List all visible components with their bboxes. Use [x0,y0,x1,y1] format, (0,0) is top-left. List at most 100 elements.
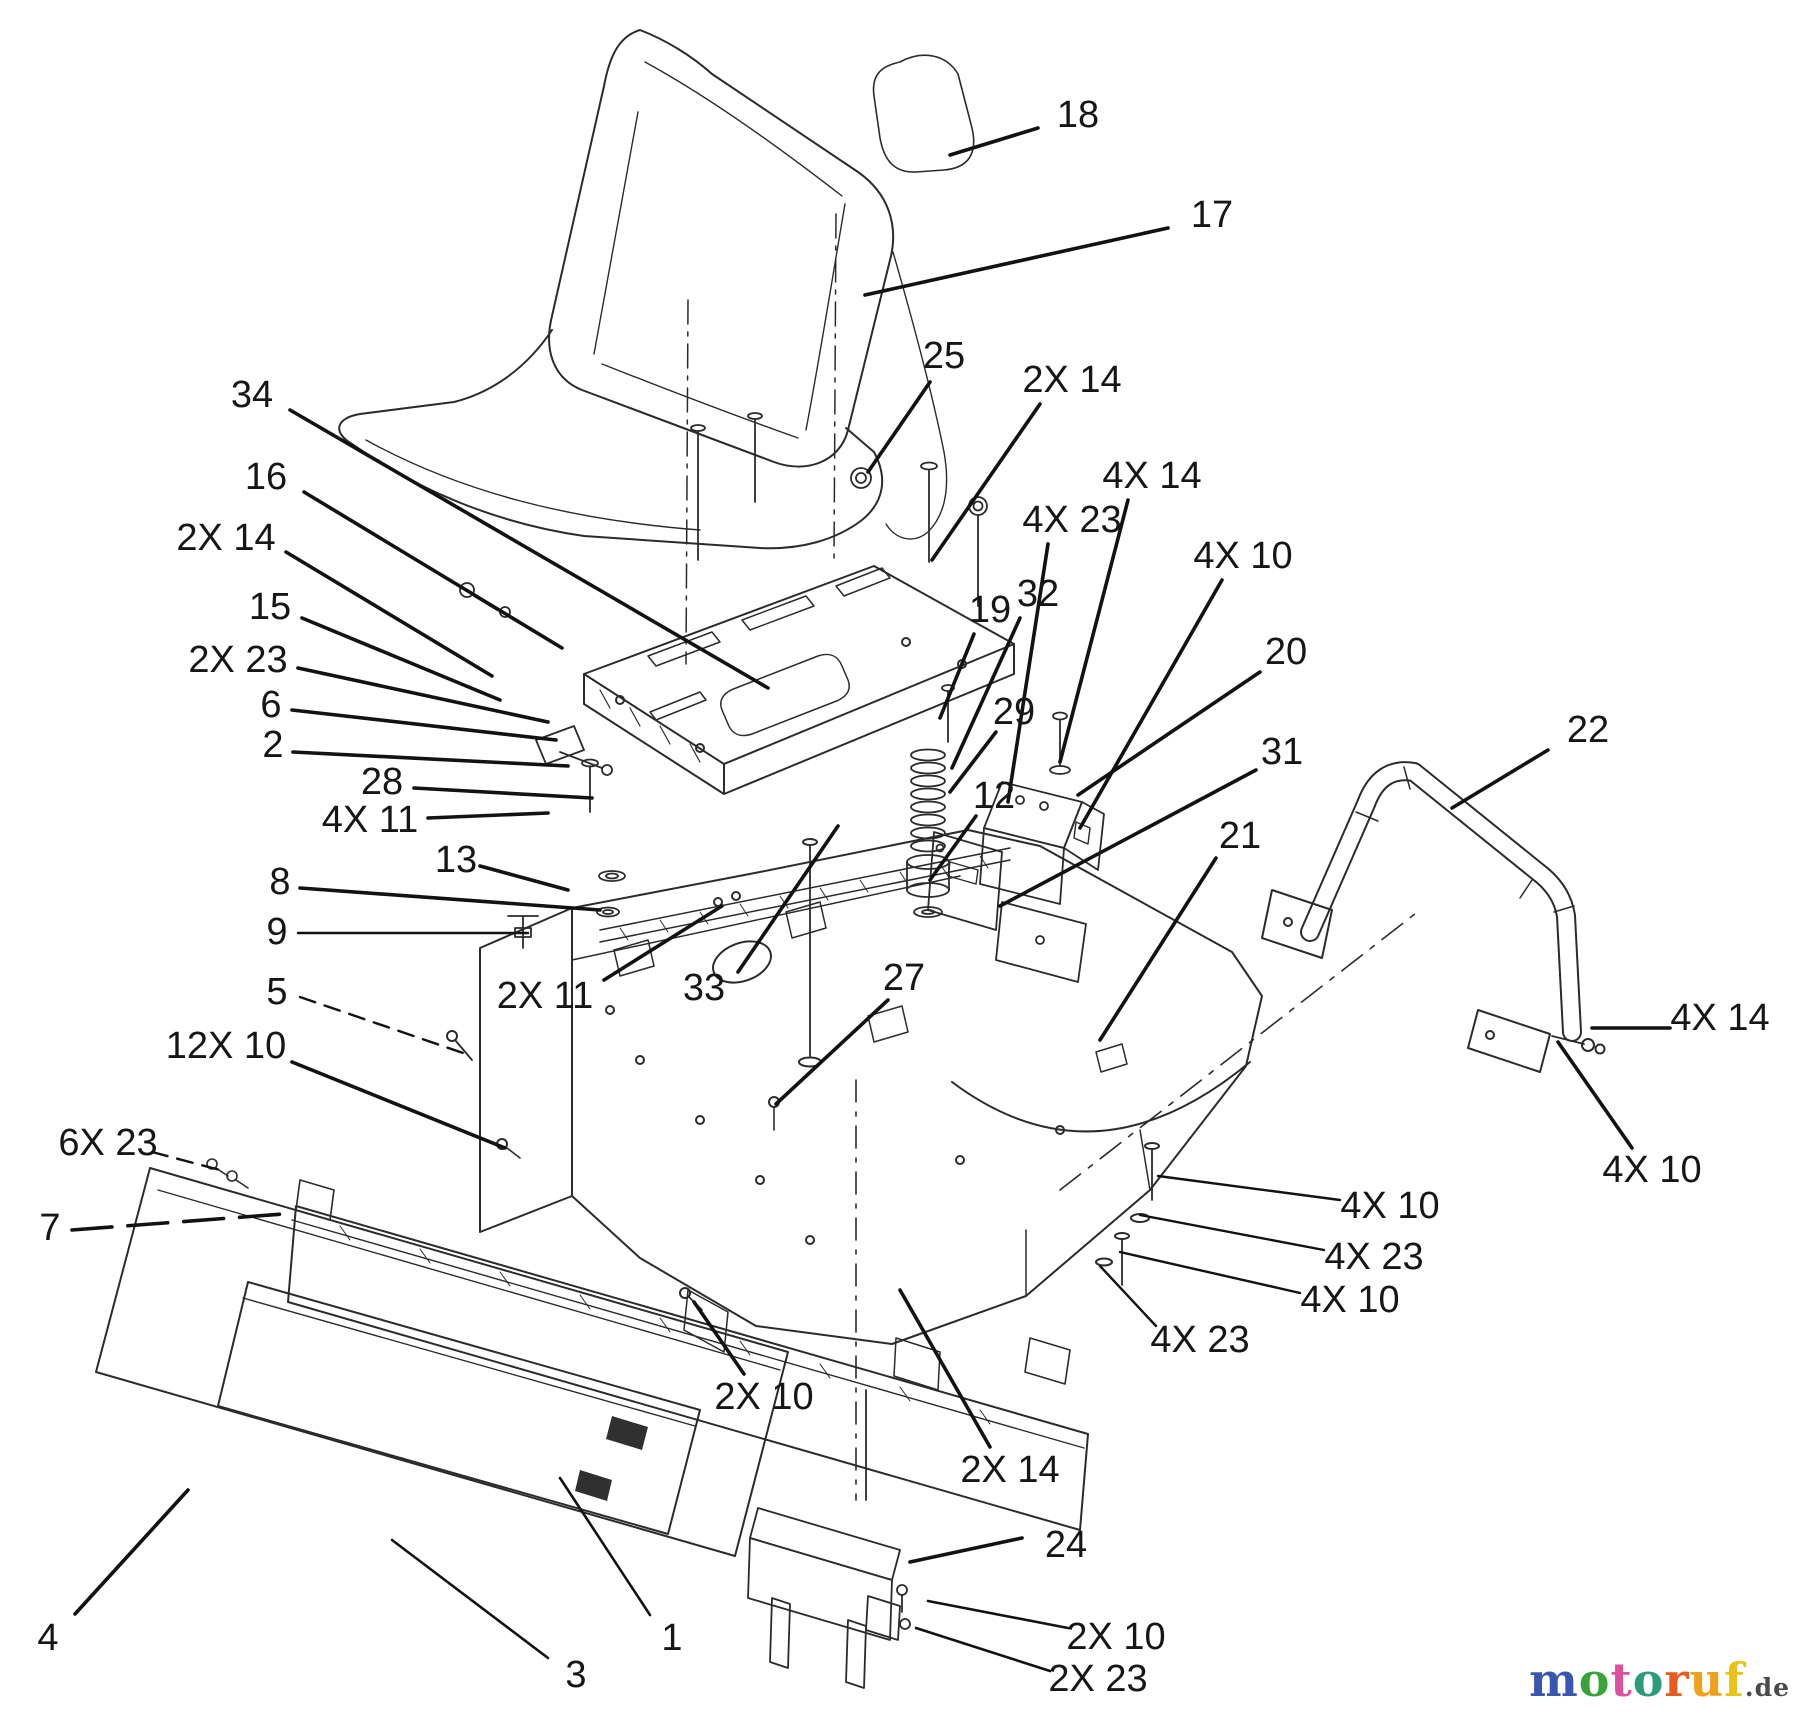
logo-suffix: .de [1744,1673,1790,1702]
leader-line-2x11 [602,904,724,982]
part-grab-handle [1261,761,1606,1073]
callout-label-33: 33 [683,967,725,1009]
leader-line-7 [70,1212,285,1232]
leader-line-8 [298,886,602,912]
callout-label-15: 15 [249,586,291,628]
callout-label-2x14-left: 2X 14 [176,517,275,559]
leader-line-4x11 [426,811,550,820]
leader-line-4x14-upper [1058,498,1130,764]
leader-line-4x10-upper [1078,578,1224,830]
callout-label-6: 6 [260,684,281,726]
logo-letter: t [1610,1653,1633,1707]
leader-line-2x10-mid [692,1300,746,1376]
leader-line-13 [478,864,570,892]
part-seat [338,29,948,550]
leader-line-31 [998,768,1258,908]
leader-line-4x10-c1 [1156,1174,1342,1202]
callout-label-8: 8 [269,861,290,903]
callout-label-12: 12 [973,775,1015,817]
callout-label-31: 31 [1261,731,1303,773]
logo-letter: o [1632,1653,1665,1707]
callout-label-2: 2 [262,724,283,766]
callout-label-21: 21 [1219,815,1261,857]
callout-label-2x11: 2X 11 [497,975,593,1017]
callout-label-4x10-c3: 4X 10 [1300,1279,1399,1321]
logo-letter: o [1578,1653,1611,1707]
leader-line-6 [290,708,558,742]
logo-letter: u [1689,1653,1725,1707]
callout-label-4x23-c4: 4X 23 [1150,1319,1249,1361]
leader-line-34 [288,408,770,690]
callout-label-4x10-c1: 4X 10 [1340,1185,1439,1227]
callout-label-9: 9 [266,911,287,953]
callout-label-22: 22 [1567,709,1609,751]
callout-label-18: 18 [1057,94,1099,136]
part-main-frame [446,829,1421,1501]
leader-line-4x23-c4 [1098,1264,1158,1328]
leader-line-2x14-bottom [898,1288,992,1449]
logo-letter: f [1724,1653,1745,1707]
callout-label-4x14-upper: 4X 14 [1102,455,1201,497]
callout-label-3: 3 [565,1654,586,1696]
callout-label-16: 16 [245,456,287,498]
part-seat-pan [583,565,1015,795]
leader-line-17 [863,226,1170,297]
leader-line-12 [928,814,978,882]
callout-label-13: 13 [435,839,477,881]
callout-label-12x10: 12X 10 [166,1025,286,1067]
leader-line-29 [948,730,998,794]
callout-label-5: 5 [266,971,287,1013]
part-lower-bracket [747,1507,911,1689]
leader-line-1 [558,1476,652,1617]
callout-label-27: 27 [883,957,925,999]
leader-line-2x10-br [926,1599,1070,1630]
callout-label-17: 17 [1191,194,1233,236]
leader-line-2x14-left [284,550,494,678]
callout-label-4: 4 [37,1617,58,1659]
leader-line-4x23-upper [1006,542,1050,804]
hardware-seat-mount [459,213,988,949]
part-front-panels [95,1167,789,1557]
callout-label-29: 29 [993,691,1035,733]
leader-line-4x10-c3 [1118,1250,1302,1295]
leader-lines-layer [70,126,1672,1673]
leader-line-4 [73,1488,190,1616]
hardware-panel-screws [206,1158,249,1189]
callout-label-2x14-top: 2X 14 [1022,359,1121,401]
leader-line-22 [1450,748,1550,810]
part-pad [872,54,975,173]
callout-label-4x14-right: 4X 14 [1670,997,1769,1039]
callout-label-28: 28 [361,761,403,803]
decal-mark [575,1470,612,1501]
callout-label-4x11: 4X 11 [322,799,418,841]
callout-label-20: 20 [1265,631,1307,673]
callout-label-4x23-upper: 4X 23 [1022,499,1121,541]
leader-line-16 [302,490,564,650]
leader-line-12x10 [290,1060,507,1150]
callout-label-1: 1 [661,1617,682,1659]
callout-label-2x23-left: 2X 23 [188,639,287,681]
part-support-channel [287,1179,1089,1531]
callout-label-32: 32 [1017,573,1059,615]
logo-letters: motoruf [1529,1653,1745,1707]
leader-line-3 [390,1538,550,1660]
leader-line-28 [412,786,594,800]
leader-line-5 [298,995,465,1055]
callout-label-2x10-mid: 2X 10 [714,1376,813,1418]
leader-line-2x14-top [930,402,1042,562]
callout-label-2x23-br: 2X 23 [1048,1658,1147,1700]
leader-line-24 [908,1536,1024,1564]
leader-line-27 [774,998,890,1106]
callout-label-6x23: 6X 23 [58,1122,157,1164]
leader-line-4x23-c2 [1138,1213,1326,1252]
decal-mark [606,1416,648,1450]
callout-label-4x23-c2: 4X 23 [1324,1236,1423,1278]
leader-line-20 [1076,670,1262,797]
callout-label-7: 7 [39,1207,60,1249]
callout-label-2x14-bottom: 2X 14 [960,1449,1059,1491]
callout-label-25: 25 [923,335,965,377]
leader-line-18 [948,126,1040,157]
leader-line-6x23 [150,1150,222,1172]
